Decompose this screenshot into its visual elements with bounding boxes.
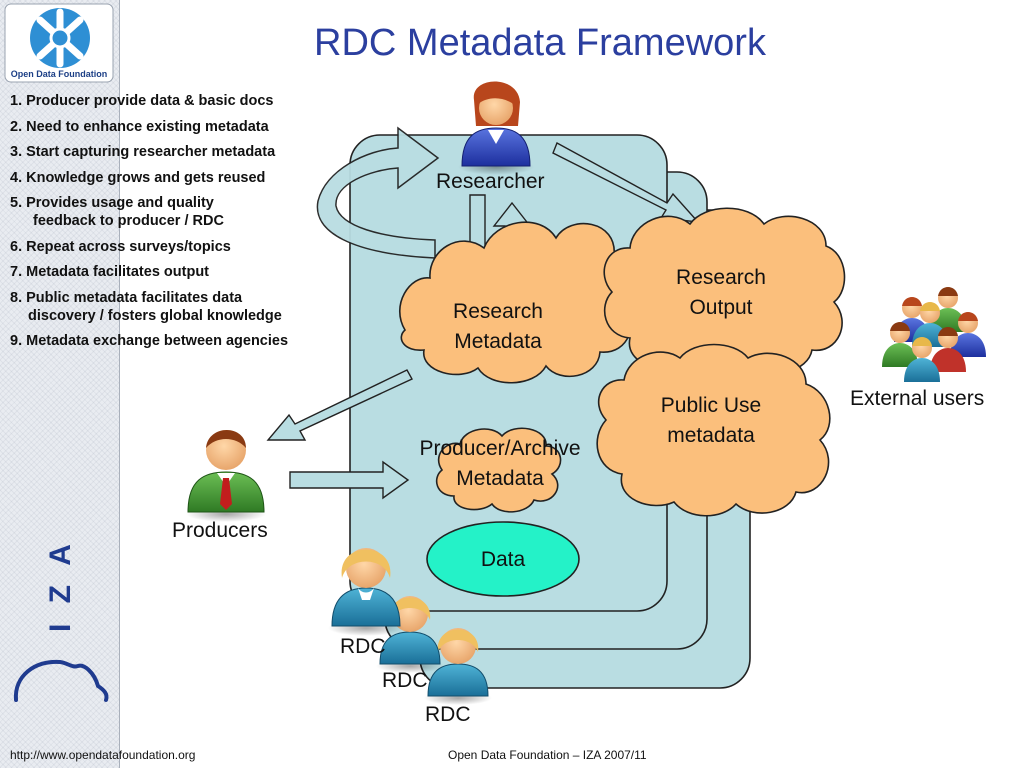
step-item: 2. Need to enhance existing metadata [10,118,269,135]
producers-avatar [186,430,266,522]
footer-caption: Open Data Foundation – IZA 2007/11 [448,748,647,762]
producer-metadata-cloud [435,427,562,513]
footer-url-link[interactable]: http://www.opendatafoundation.org [10,748,196,762]
iza-text: I Z A [44,538,77,632]
step-list: 1. Producer provide data & basic docs 2.… [10,92,355,358]
feedback-curve-arrow [316,126,440,259]
step-item: 6. Repeat across surveys/topics [10,238,231,255]
step-item: 3. Start capturing researcher metadata [10,144,276,160]
producers-label: Producers [172,519,268,542]
data-ellipse [426,521,580,597]
logo-text: Open Data Foundation [11,69,108,79]
to-producer-metadata-arrow [289,460,410,500]
step-item: 4. Knowledge grows and gets reused [10,169,266,186]
external-users-label: External users [850,387,985,410]
rdc-label: RDC [382,669,428,692]
researcher-label: Researcher [436,170,545,193]
to-producers-arrow [266,369,413,441]
external-users-avatar-group [882,287,986,382]
step-item: 1. Producer provide data & basic docs [10,93,274,109]
rdc-avatar-1 [328,548,404,636]
open-data-foundation-logo: Open Data Foundation [4,3,114,83]
iza-logo: I Z A [13,538,109,702]
rdc-label: RDC [425,703,471,726]
sidebar [0,0,120,768]
rdc-avatar-2 [376,596,444,673]
rdc-label: RDC [340,635,386,658]
slide-title: RDC Metadata Framework [314,22,766,64]
rdc-avatar-3 [424,628,492,705]
step-item: 7. Metadata facilitates output [10,264,210,280]
step-item: 9. Metadata exchange between agencies [10,333,289,349]
data-label: Data [480,548,526,571]
public-use-cloud [596,343,831,517]
researcher-avatar [458,81,534,175]
